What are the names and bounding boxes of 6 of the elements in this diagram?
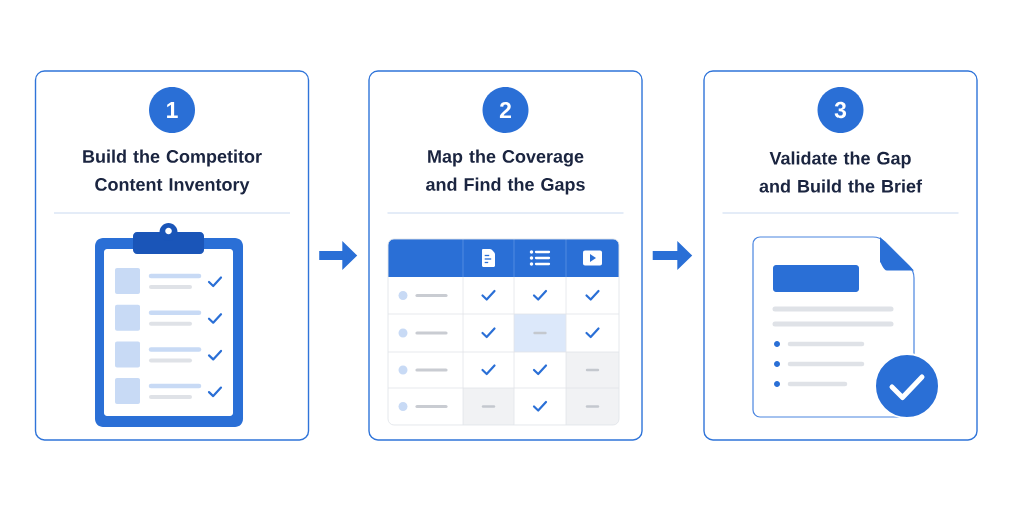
step-title: Validate the Gap and Build the Brief <box>759 151 923 193</box>
step-title: Build the Competitor Content Inventory <box>83 149 262 195</box>
step-number-badge: 1 <box>149 87 195 133</box>
step-title: Map the Coverage and Find the Gaps <box>426 149 585 195</box>
step-number-badge: 3 <box>817 87 864 133</box>
step-number-badge: 2 <box>482 87 529 133</box>
